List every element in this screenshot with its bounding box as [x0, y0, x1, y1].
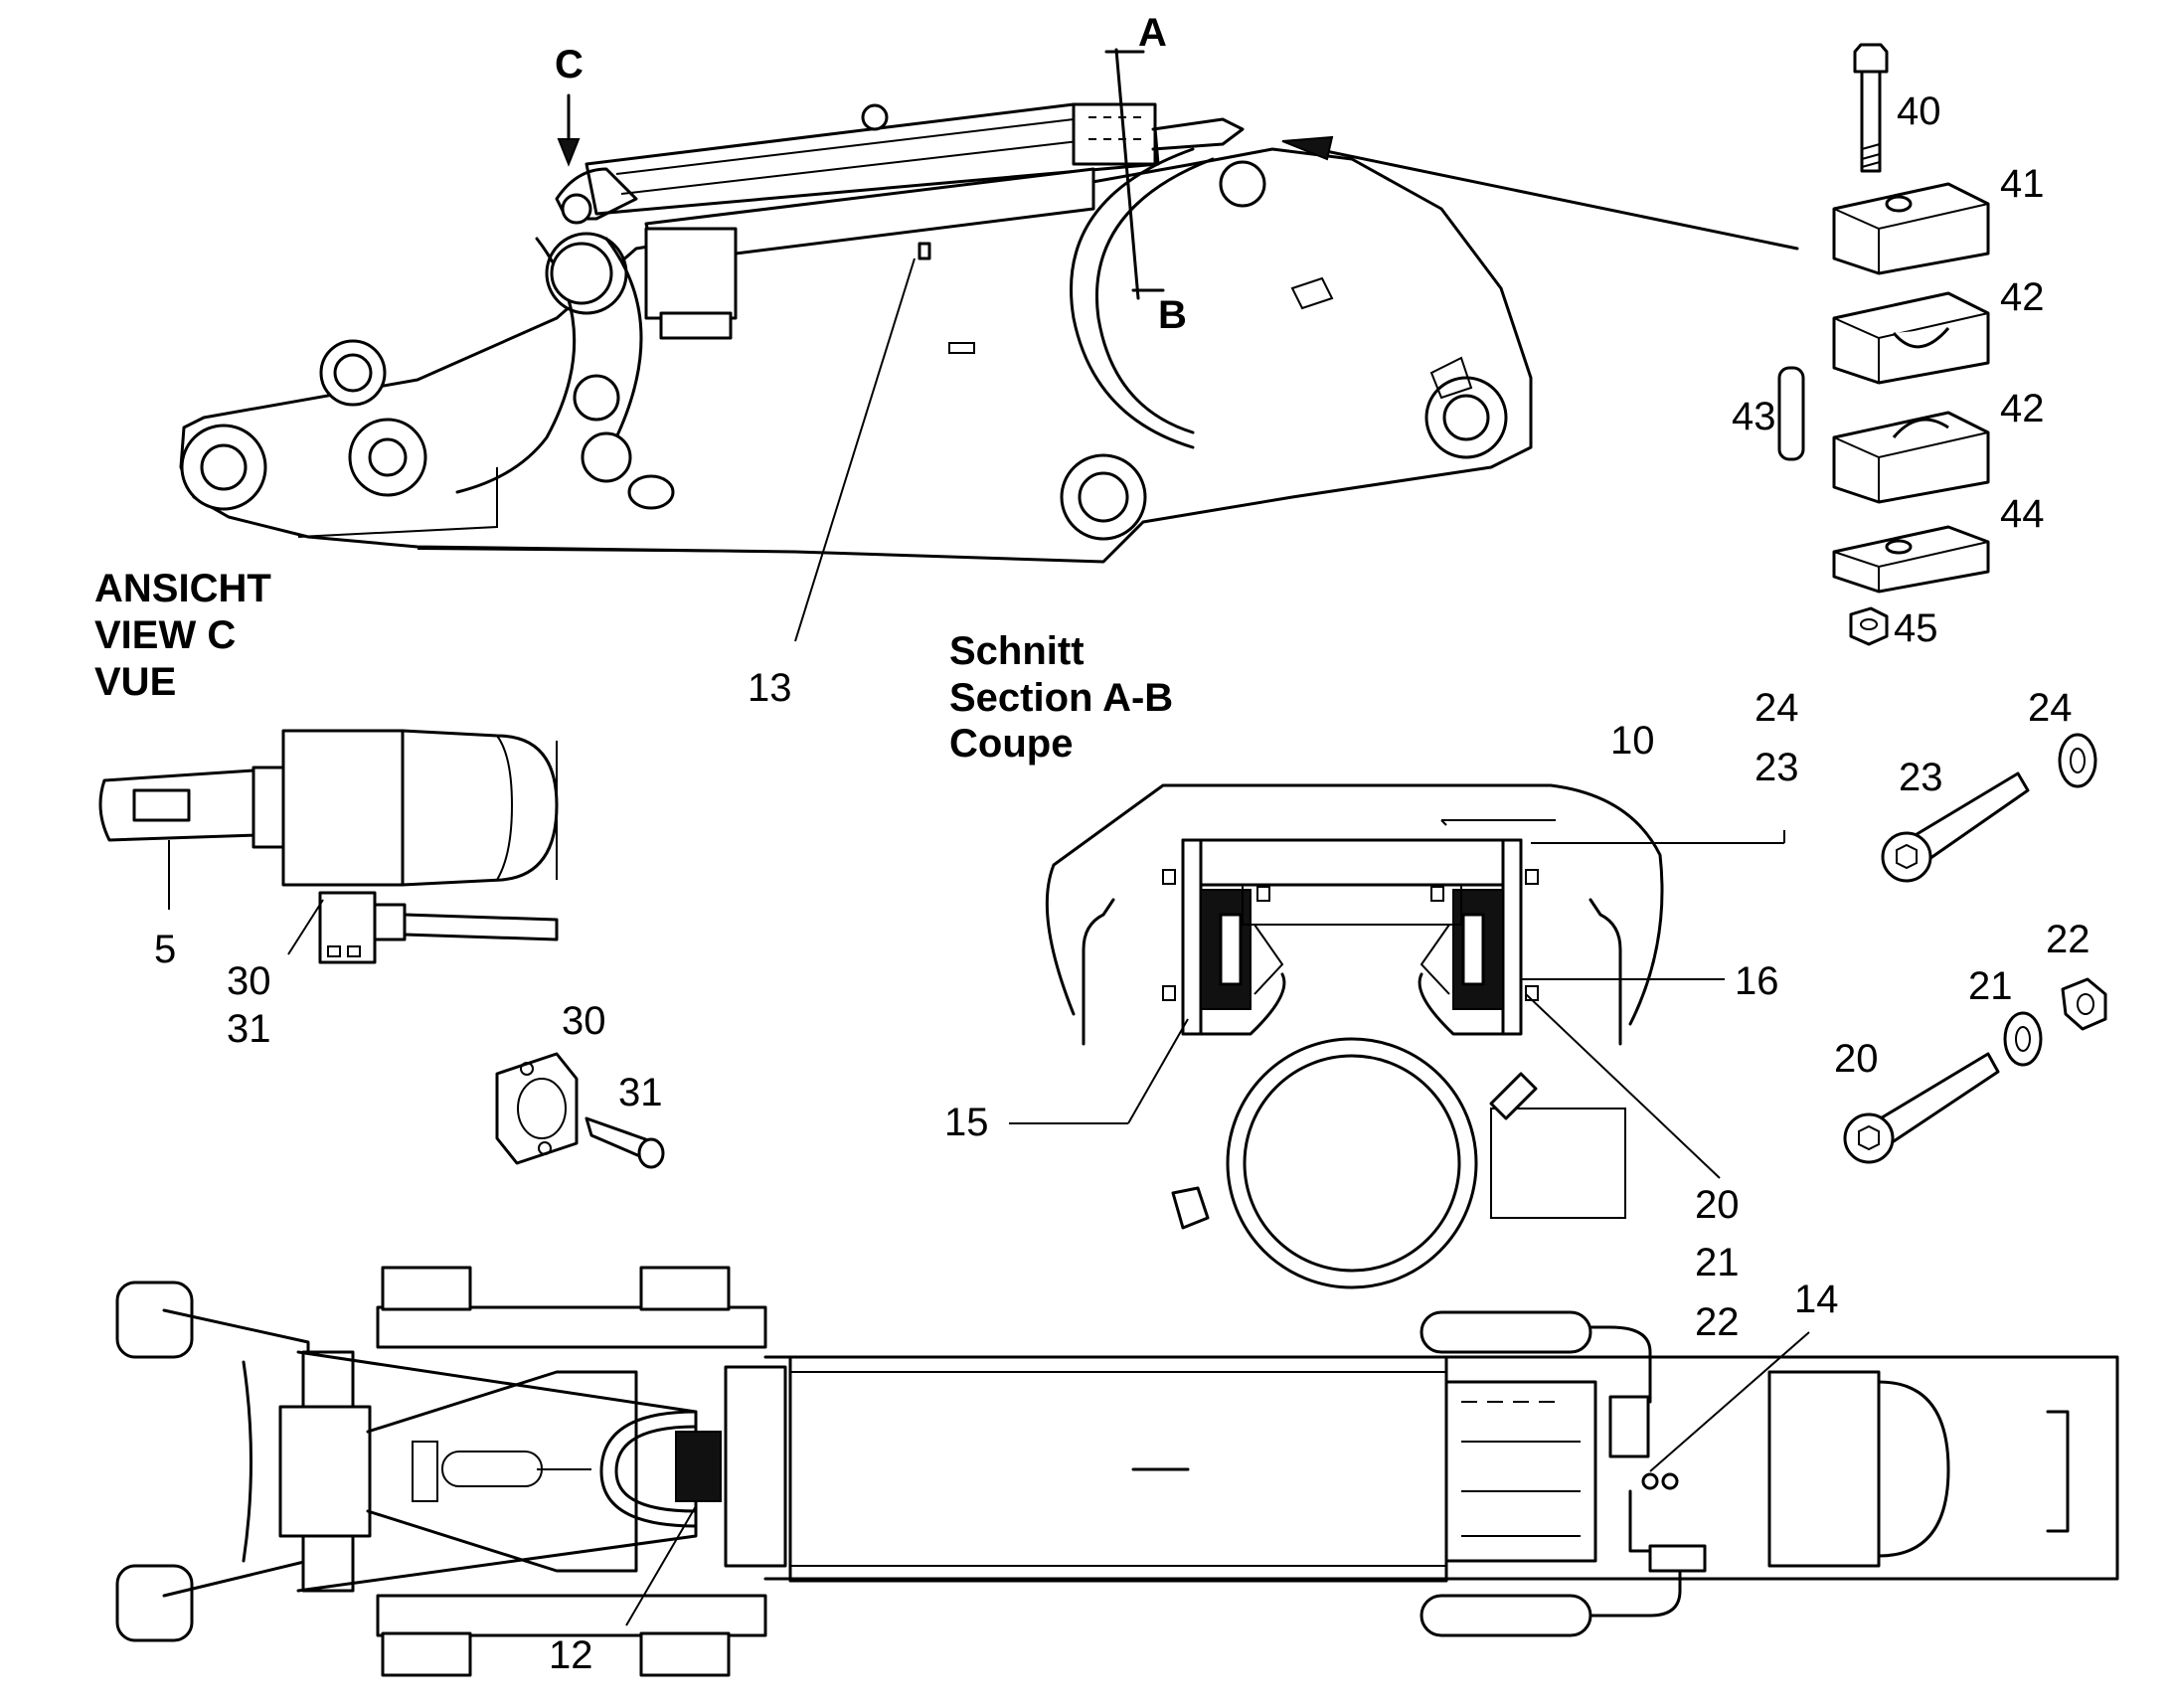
callout-24-parts: 24 [2028, 686, 2073, 730]
section-title-fr: Coupe [949, 722, 1073, 766]
callout-22-section: 22 [1695, 1300, 1740, 1344]
section-marker-b: B [1158, 293, 1187, 337]
callout-15: 15 [944, 1101, 989, 1144]
callout-13: 13 [748, 666, 792, 710]
callout-23-section: 23 [1755, 746, 1799, 789]
callout-22-parts: 22 [2046, 918, 2090, 961]
callout-40: 40 [1897, 89, 1941, 133]
callout-10: 10 [1610, 719, 1655, 763]
callout-44: 44 [2000, 492, 2045, 536]
view-c-title-de: ANSICHT [94, 567, 271, 610]
fasteners-detail [1843, 733, 2107, 1164]
section-title-en: Section A-B [949, 676, 1173, 720]
callout-30-view: 30 [227, 959, 271, 1003]
callout-12: 12 [549, 1633, 593, 1677]
clamp-assembly-exploded [1777, 43, 1990, 646]
view-c-marker-label: C [555, 43, 584, 86]
callout-14: 14 [1794, 1278, 1839, 1321]
callout-20-section: 20 [1695, 1183, 1740, 1227]
callout-24-section: 24 [1755, 686, 1799, 730]
hydraulic-cylinder [555, 102, 1245, 340]
view-c-detail [98, 729, 559, 964]
callout-21-section: 21 [1695, 1241, 1740, 1284]
section-ab-detail [1045, 783, 1664, 1289]
view-c-marker: C [555, 43, 584, 167]
section-ab-marker: A B [1104, 11, 1187, 337]
callout-45: 45 [1894, 606, 1938, 650]
callout-31-view: 31 [227, 1007, 271, 1051]
callout-21-parts: 21 [1968, 964, 2013, 1008]
section-marker-a: A [1138, 11, 1167, 55]
section-title-de: Schnitt [949, 629, 1085, 673]
callout-16: 16 [1735, 959, 1779, 1003]
callout-42-lower: 42 [2000, 387, 2045, 430]
view-c-title-en: VIEW C [94, 613, 236, 657]
boom-top-view [115, 1266, 2119, 1677]
callout-42-upper: 42 [2000, 275, 2045, 319]
view-c-title-fr: VUE [94, 660, 176, 704]
callout-20-parts: 20 [1834, 1037, 1879, 1081]
callout-31-flange: 31 [618, 1071, 663, 1114]
callout-5: 5 [154, 928, 176, 971]
callout-23-parts: 23 [1899, 756, 1943, 799]
boom-side-view [179, 102, 1533, 564]
callout-30-flange: 30 [562, 999, 606, 1043]
callout-43: 43 [1732, 395, 1776, 438]
flange-detail [495, 1052, 665, 1169]
callout-41: 41 [2000, 162, 2045, 206]
